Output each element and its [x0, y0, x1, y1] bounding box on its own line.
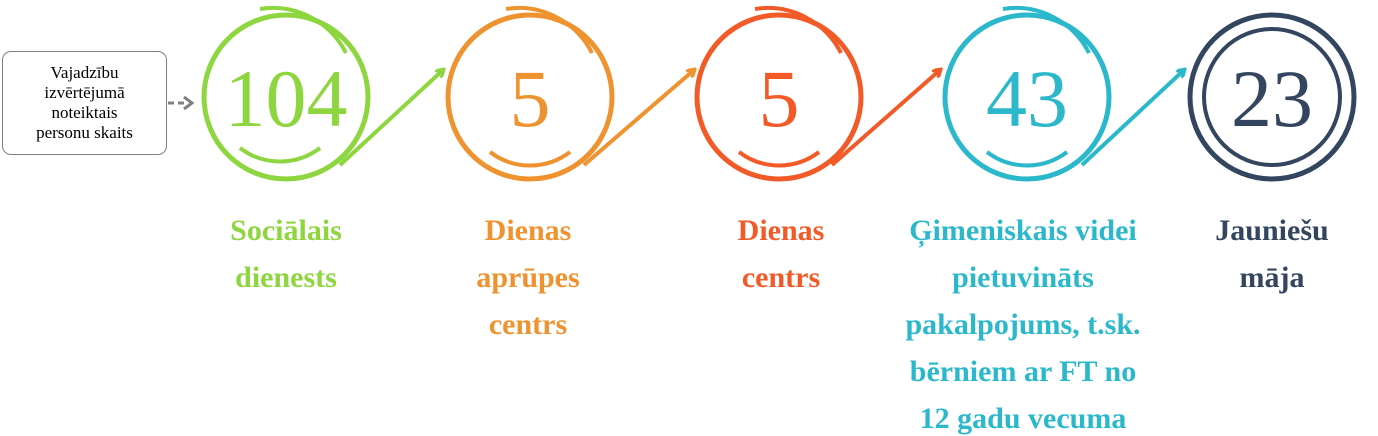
arrow-2-to-3 [582, 70, 694, 167]
label-line: Dienas [484, 214, 572, 247]
label-line: aprūpes [476, 261, 580, 294]
label-line: dienests [235, 261, 337, 294]
label-line: bērniem ar FT no [909, 355, 1137, 388]
label-line: pakalpojums, t.sk. [905, 308, 1141, 341]
label-line: pietuvināts [952, 261, 1094, 294]
step-label-day-center: Dienas centrs [696, 207, 866, 301]
step-number-social-service: 104 [225, 53, 348, 144]
arrow-1-to-2 [338, 70, 443, 167]
source-line: noteiktais [51, 103, 118, 122]
step-number-family-like-service: 43 [986, 53, 1068, 144]
step-label-social-service: Sociālais dienests [201, 207, 371, 301]
step-number-day-center: 5 [759, 53, 800, 144]
label-line: centrs [741, 261, 821, 294]
label-line: Sociālais [230, 214, 342, 247]
step-circle-day-center: 5 [694, 6, 864, 182]
arrow-4-to-5 [1080, 70, 1184, 167]
label-line: māja [1239, 261, 1305, 294]
step-circle-social-service: 104 [201, 6, 371, 182]
step-number-youth-house: 23 [1231, 53, 1313, 144]
label-line: Dienas [737, 214, 825, 247]
step-circle-youth-house: 23 [1187, 12, 1357, 182]
label-line: Ģimeniskais videi [909, 214, 1137, 247]
source-box: Vajadzību izvērtējumā noteiktais personu… [2, 51, 167, 155]
step-label-family-like-service: Ģimeniskais videi pietuvināts pakalpojum… [868, 207, 1178, 436]
label-line: Jauniešu [1215, 214, 1329, 247]
source-line: Vajadzību [50, 63, 119, 82]
step-label-day-care-center: Dienas aprūpes centrs [440, 207, 616, 348]
step-circle-family-like-service: 43 [942, 6, 1112, 182]
step-circle-day-care-center: 5 [445, 6, 615, 182]
source-line: personu skaits [36, 123, 133, 142]
source-connector-arrow [168, 95, 195, 111]
step-label-youth-house: Jauniešu māja [1196, 207, 1348, 301]
label-line: 12 gadu vecuma [919, 402, 1127, 435]
step-number-day-care-center: 5 [510, 53, 551, 144]
arrow-3-to-4 [830, 70, 940, 167]
label-line: centrs [488, 308, 568, 341]
source-line: izvērtējumā [44, 83, 125, 102]
